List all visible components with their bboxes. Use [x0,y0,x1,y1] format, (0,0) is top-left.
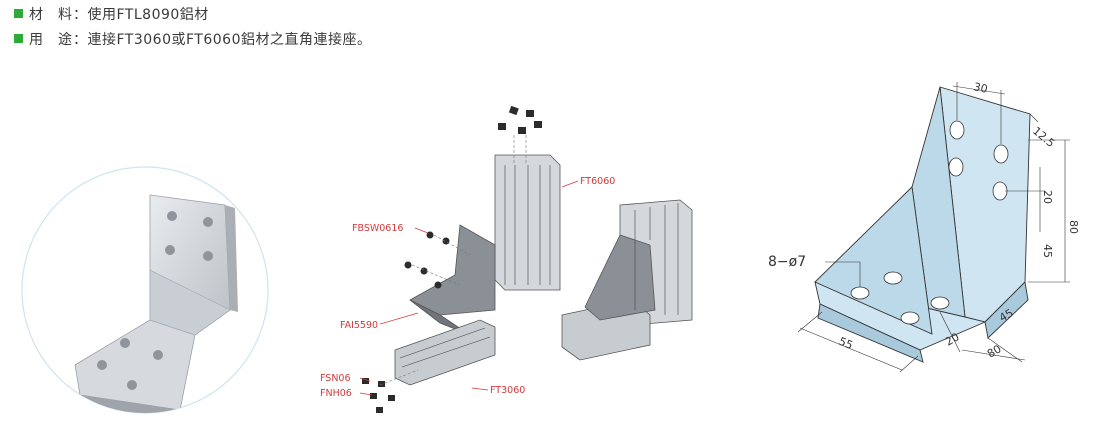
callout-fnh06: FNH06 [320,388,352,399]
bullet-square-icon [14,34,23,43]
exploded-assembly: FT6060 FBSW0616 FAI5590 FSN06 FNH06 FT30… [320,105,693,413]
dim-45-h: 45 [997,306,1016,324]
dimension-lines [797,82,1070,373]
spec-value: 使用FTL8090鋁材 [87,7,209,23]
dim-12-5: 12.5 [1030,124,1057,150]
callout-ft6060: FT6060 [580,176,615,187]
hole-callout: 8−ø7 [768,254,806,270]
spec-colon: ： [73,32,88,48]
drawing-holes [850,120,1009,325]
photo-holes [97,211,213,390]
spec-colon: ： [73,7,88,23]
callout-fsn06: FSN06 [320,373,351,384]
bullet-square-icon [14,9,23,18]
dim-45-v: 45 [1041,244,1054,258]
dim-55: 55 [837,335,855,352]
dim-20-h: 20 [943,330,962,348]
spec-material: 材 料：使用FTL8090鋁材 [14,4,209,24]
callout-fai5590: FAI5590 [340,320,378,331]
dim-30: 30 [972,80,988,96]
spec-value: 連接FT3060或FT6060鋁材之直角連接座。 [87,32,372,48]
spec-label: 材 料 [29,7,73,23]
spec-usage: 用 途：連接FT3060或FT6060鋁材之直角連接座。 [14,29,371,49]
dim-80-h: 80 [985,342,1004,360]
dim-20-v: 20 [1041,190,1054,204]
callout-fbsw0616: FBSW0616 [352,223,403,234]
spec-label: 用 途 [29,32,73,48]
technical-drawing: 8−ø7 30 12.5 20 45 80 55 20 45 80 [768,80,1080,373]
product-photo [21,166,269,414]
callout-ft3060: FT3060 [490,385,525,396]
dim-80-v: 80 [1067,220,1080,234]
fastener-parts [362,105,542,413]
